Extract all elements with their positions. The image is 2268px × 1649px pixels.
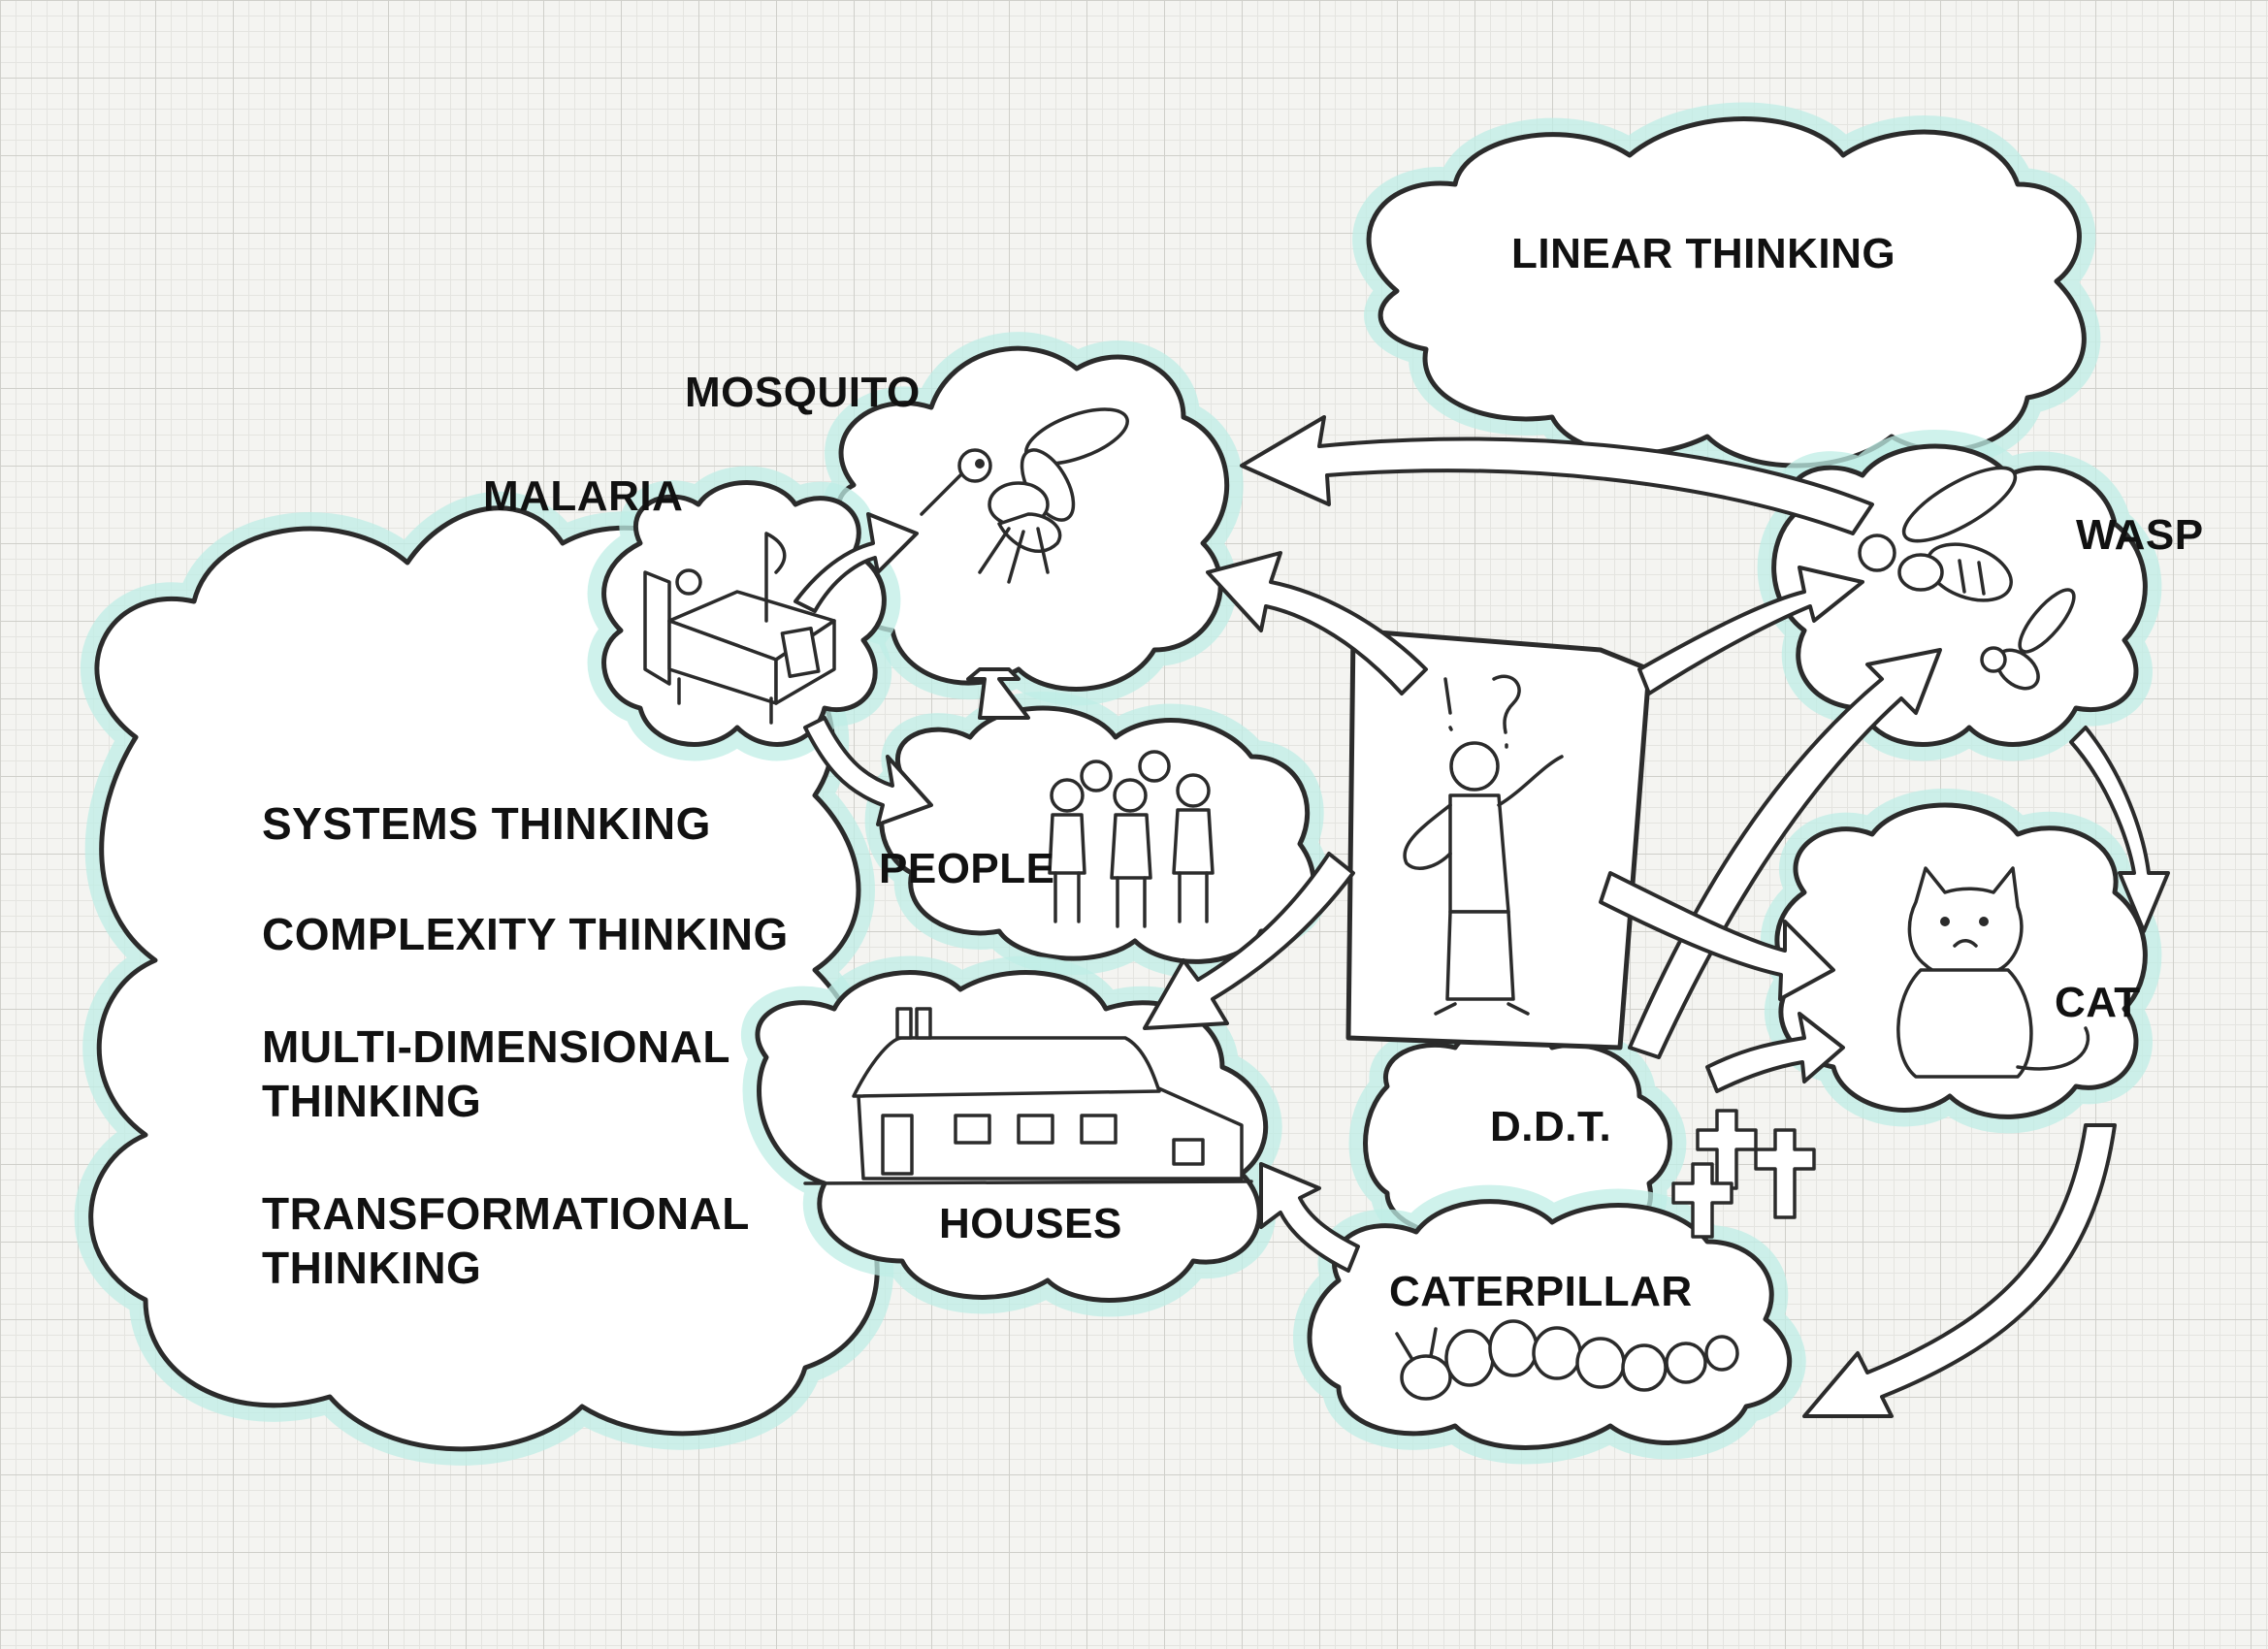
arrow-cat-to-caterpillar [1802, 1123, 2117, 1418]
confused-person-illustration [1403, 674, 1564, 1016]
wasp-illustration [1858, 466, 2076, 691]
arrow-person-to-cat [1599, 871, 1835, 1001]
mosquito-label: MOSQUITO [685, 369, 921, 416]
caterpillar-cloud [1293, 1184, 1806, 1465]
cat-label: CAT [2055, 979, 2141, 1026]
thinking-mode-transformational-line2: THINKING [262, 1243, 482, 1293]
wasp-label: WASP [2076, 511, 2204, 559]
arrows [794, 415, 2170, 1418]
thinking-mode-systems: SYSTEMS THINKING [262, 798, 711, 849]
arrow-malaria-to-people [803, 716, 933, 826]
cat-illustration [1896, 866, 2090, 1079]
people-cloud [864, 692, 1331, 979]
arrow-mosquito-to-people [966, 667, 1030, 720]
people-label: PEOPLE [879, 845, 1055, 892]
ddt-label: D.D.T. [1490, 1103, 1612, 1150]
mosquito-illustration [920, 407, 1129, 584]
thinking-mode-complexity: COMPLEXITY THINKING [262, 909, 789, 959]
arrow-person-to-houses [1143, 852, 1355, 1030]
arrow-person-to-wasp [1637, 566, 1864, 695]
linear-thinking-cloud [1352, 102, 2101, 482]
arrow-ddt-to-cat [1705, 1012, 1845, 1093]
house-illustration [803, 1007, 1253, 1185]
people-illustration [1048, 750, 1215, 928]
gravestones-illustration [1671, 1109, 1816, 1239]
thinking-mode-multidimensional-line1: MULTI-DIMENSIONAL [262, 1021, 730, 1072]
linear-thinking-label: LINEAR THINKING [1511, 230, 1896, 277]
caterpillar-illustration [1395, 1319, 1739, 1401]
arrow-malaria-mosquito [794, 512, 919, 613]
arrow-caterpillar-to-houses [1259, 1162, 1360, 1273]
thinking-mode-multidimensional-line2: THINKING [262, 1076, 482, 1126]
caterpillar-label: CATERPILLAR [1389, 1268, 1693, 1315]
malaria-label: MALARIA [483, 472, 684, 520]
arrow-wasp-to-mosquito [1240, 415, 1874, 535]
hospital-bed-illustration [643, 532, 836, 725]
arrow-person-to-mosquito [1206, 551, 1428, 695]
houses-label: HOUSES [939, 1200, 1122, 1247]
arrow-wasp-to-cat [2069, 726, 2170, 933]
thinking-mode-transformational-line1: TRANSFORMATIONAL [262, 1188, 750, 1239]
